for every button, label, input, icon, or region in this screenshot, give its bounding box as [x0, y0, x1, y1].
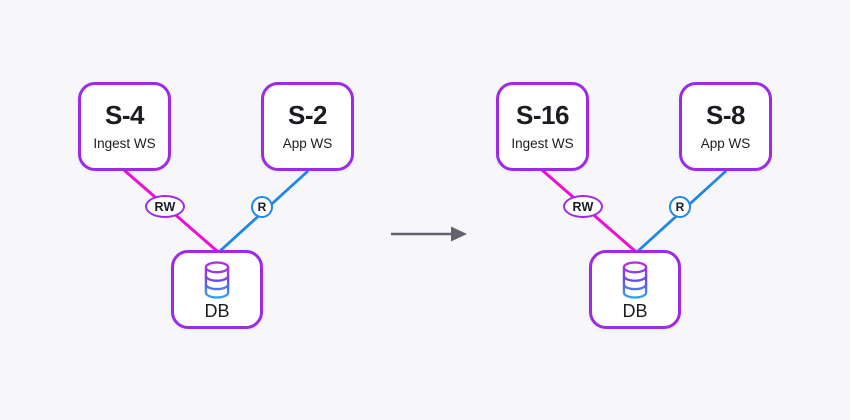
node-db-before: DB	[171, 250, 263, 329]
edge-label-r-after: R	[669, 196, 691, 218]
database-icon	[622, 261, 648, 299]
edge-label-rw-after: RW	[563, 195, 603, 218]
transition-arrow	[391, 226, 467, 242]
edge-label-r-before: R	[251, 196, 273, 218]
node-ingest-before: S-4 Ingest WS	[78, 82, 171, 171]
edge-label-rw-before: RW	[145, 195, 185, 218]
node-subtitle: App WS	[282, 136, 333, 152]
node-db-after: DB	[589, 250, 681, 329]
node-db-label: DB	[622, 301, 648, 321]
transition-arrow-head	[451, 226, 467, 242]
node-title: S-2	[288, 100, 327, 131]
node-app-after: S-8 App WS	[679, 82, 772, 171]
node-title: S-8	[706, 100, 745, 131]
node-title: S-4	[105, 100, 144, 131]
node-app-before: S-2 App WS	[261, 82, 354, 171]
node-db-label: DB	[204, 301, 230, 321]
node-ingest-after: S-16 Ingest WS	[496, 82, 589, 171]
database-icon	[204, 261, 230, 299]
node-subtitle: Ingest WS	[93, 136, 156, 152]
node-subtitle: App WS	[700, 136, 751, 152]
node-title: S-16	[516, 100, 569, 131]
node-subtitle: Ingest WS	[511, 136, 574, 152]
